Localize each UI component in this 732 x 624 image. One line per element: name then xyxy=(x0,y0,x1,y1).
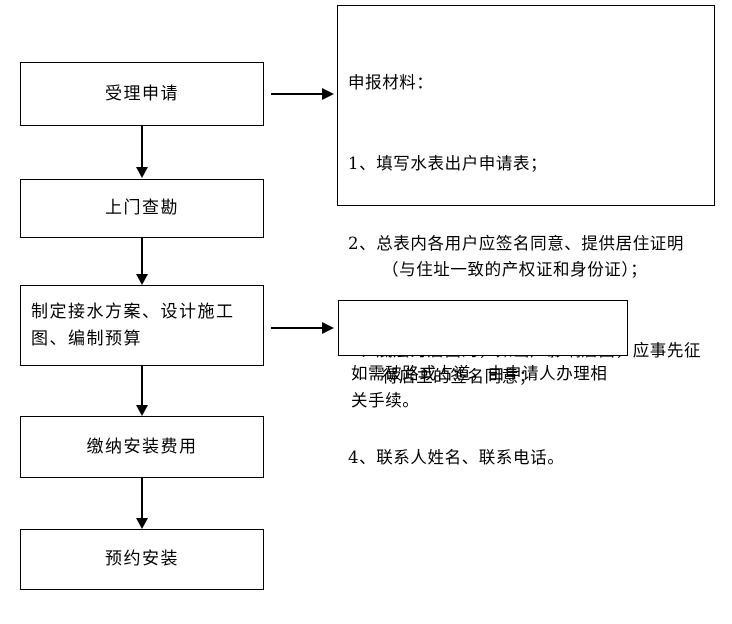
process-node-pay-installation-fee[interactable]: 缴纳安装费用 xyxy=(20,416,264,478)
process-node-site-survey[interactable]: 上门查勘 xyxy=(20,179,264,238)
note-box-required-materials: 申报材料： 1、填写水表出户申请表； 2、总表内各用户应签名同意、提供居住证明（… xyxy=(337,5,715,467)
connector-line-plan-to-road-note xyxy=(271,327,323,329)
arrow-head-right-icon xyxy=(322,88,334,100)
connector-line-accept-to-survey xyxy=(141,126,143,169)
note-text: 如需破路或占道，由申请人办理相关手续。 xyxy=(351,364,608,411)
note-box-road-permit: 如需破路或占道，由申请人办理相关手续。 xyxy=(338,300,628,410)
connector-line-survey-to-plan xyxy=(141,238,143,275)
arrow-head-down-icon xyxy=(136,167,148,178)
connector-line-payment-to-install xyxy=(141,478,143,519)
note-title: 申报材料： xyxy=(348,73,434,93)
process-node-plan-design-budget[interactable]: 制定接水方案、设计施工图、编制预算 xyxy=(20,285,264,366)
node-label: 制定接水方案、设计施工图、编制预算 xyxy=(31,302,235,349)
note-list-item: 2、总表内各用户应签名同意、提供居住证明（与住址一致的产权证和身份证）； xyxy=(348,233,684,280)
arrow-head-down-icon xyxy=(136,405,148,416)
node-label: 上门查勘 xyxy=(105,198,179,219)
connector-line-plan-to-payment xyxy=(141,366,143,406)
node-label: 预约安装 xyxy=(105,549,179,570)
connector-line-accept-to-materials-note xyxy=(271,93,323,95)
node-label: 缴纳安装费用 xyxy=(86,436,198,457)
note-list-item: 1、填写水表出户申请表； xyxy=(348,153,548,173)
arrow-head-down-icon xyxy=(136,274,148,285)
arrow-head-down-icon xyxy=(136,518,148,529)
node-label: 受理申请 xyxy=(105,83,179,104)
note-list-item: 4、联系人姓名、联系电话。 xyxy=(348,447,565,467)
process-node-accept-application[interactable]: 受理申请 xyxy=(20,62,264,126)
arrow-head-right-icon xyxy=(322,322,334,334)
process-node-schedule-installation[interactable]: 预约安装 xyxy=(20,529,264,590)
